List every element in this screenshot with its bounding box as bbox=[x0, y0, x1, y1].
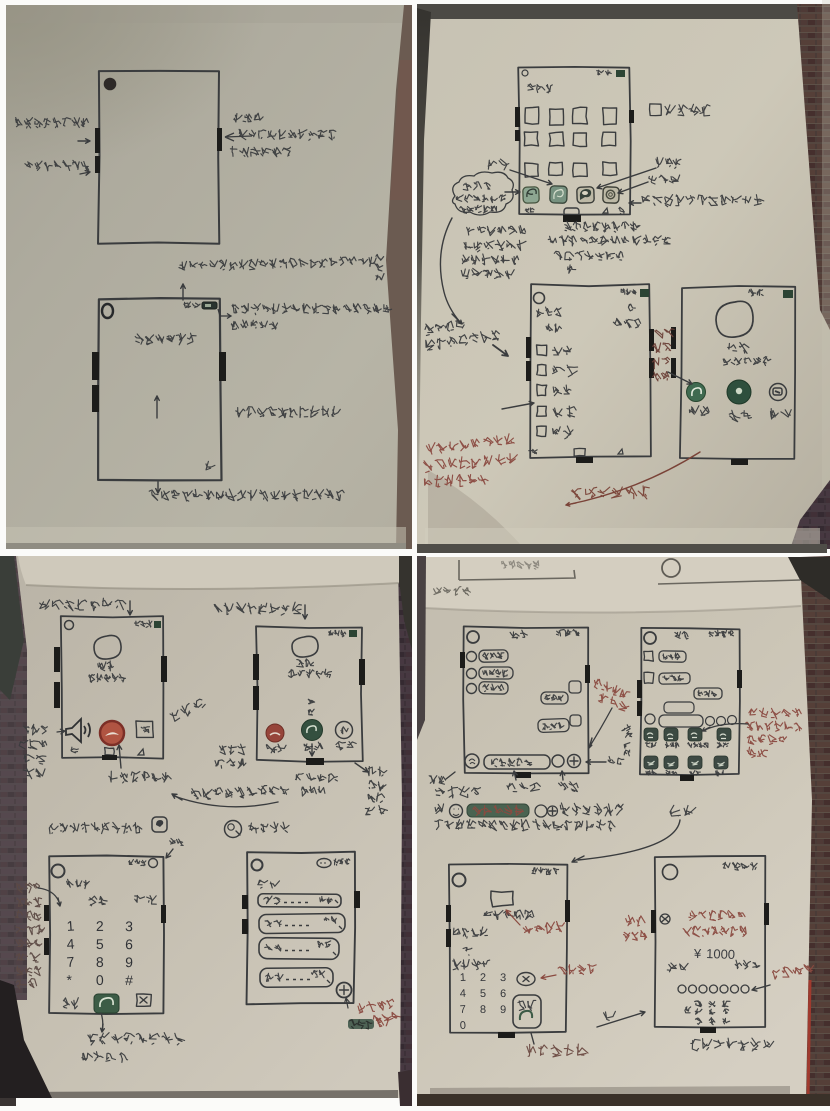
svg-text:2: 2 bbox=[480, 972, 486, 984]
svg-text:6: 6 bbox=[500, 988, 506, 1000]
svg-text:1: 1 bbox=[460, 972, 467, 984]
svg-text:4: 4 bbox=[66, 935, 75, 952]
svg-text:5: 5 bbox=[96, 936, 104, 952]
svg-text:0: 0 bbox=[96, 972, 104, 988]
svg-text:9: 9 bbox=[500, 1004, 506, 1016]
svg-text:*: * bbox=[66, 972, 73, 988]
svg-text:1: 1 bbox=[66, 917, 75, 934]
svg-text:7: 7 bbox=[66, 953, 75, 970]
svg-text:9: 9 bbox=[125, 954, 134, 970]
svg-text:6: 6 bbox=[125, 936, 134, 952]
svg-text:7: 7 bbox=[460, 1004, 467, 1016]
svg-text:8: 8 bbox=[480, 1004, 486, 1016]
svg-text:3: 3 bbox=[125, 918, 134, 934]
svg-text:2: 2 bbox=[96, 918, 104, 934]
svg-text:¥: ¥ bbox=[693, 946, 702, 961]
svg-text:3: 3 bbox=[500, 972, 506, 984]
svg-text:#: # bbox=[125, 972, 134, 988]
svg-text:0: 0 bbox=[460, 1020, 467, 1032]
svg-text:8: 8 bbox=[96, 954, 104, 970]
svg-text:4: 4 bbox=[460, 988, 467, 1000]
svg-text:5: 5 bbox=[480, 988, 486, 1000]
svg-text:1000: 1000 bbox=[706, 946, 735, 962]
